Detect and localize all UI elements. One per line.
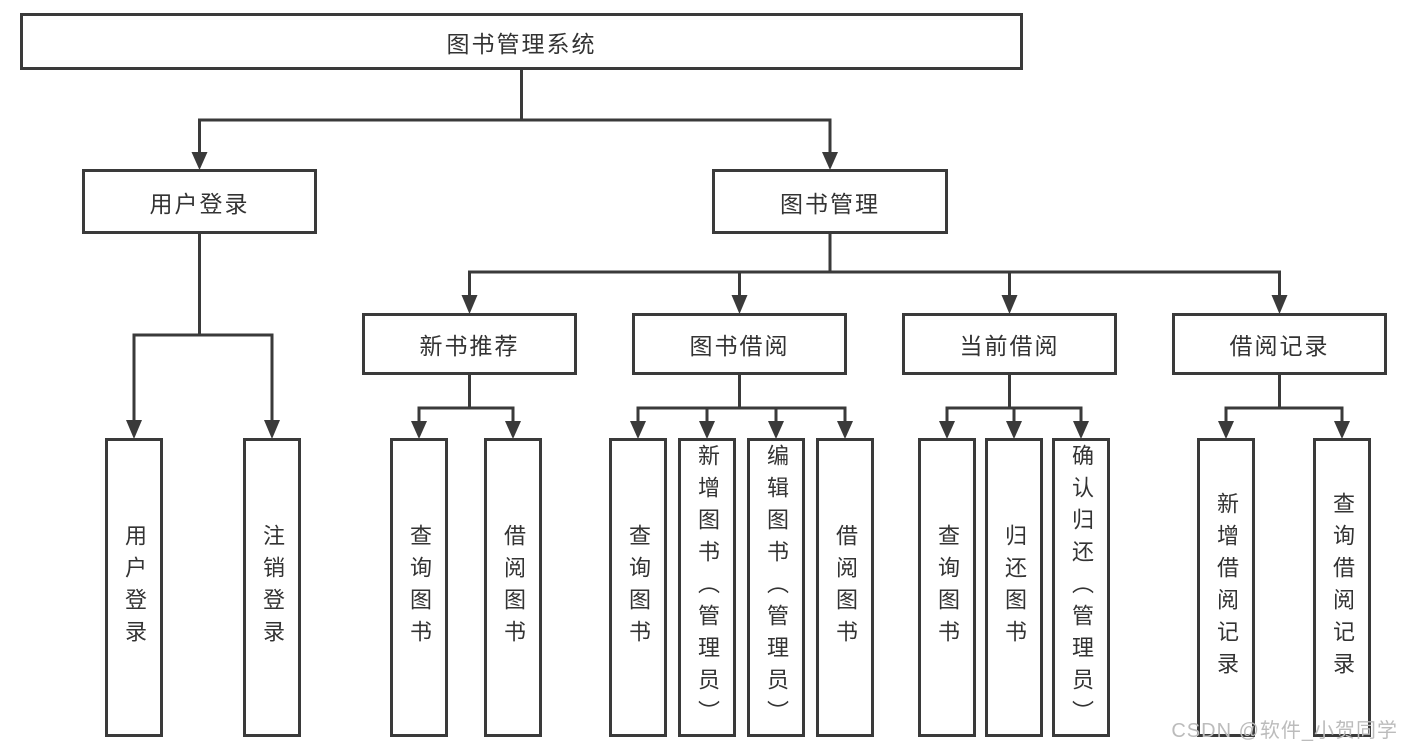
leaf-current-confirm-return-admin-label: 确认归还（管理员）	[1069, 443, 1094, 732]
leaf-recommend-query-books-label: 查询图书	[407, 523, 432, 652]
node-user-login-label: 用户登录	[149, 190, 250, 217]
leaf-records-query-record-label: 查询借阅记录	[1330, 491, 1355, 684]
node-current-borrow-label: 当前借阅	[959, 333, 1060, 359]
leaf-user-login-label: 用户登录	[122, 523, 147, 652]
leaf-borrow-query-books: 查询图书	[609, 438, 667, 737]
connector-root-to-level2	[191, 69, 838, 170]
connector-current-borrow-children	[939, 374, 1089, 439]
node-user-login: 用户登录	[82, 169, 317, 234]
leaf-current-query-books: 查询图书	[918, 438, 976, 737]
leaf-borrow-query-books-label: 查询图书	[626, 523, 651, 652]
leaf-recommend-borrow-books: 借阅图书	[484, 438, 542, 737]
node-book-management-label: 图书管理	[780, 190, 880, 217]
node-borrow-records: 借阅记录	[1172, 313, 1387, 375]
connector-borrow-records-children	[1218, 374, 1350, 439]
leaf-borrow-edit-book-admin: 编辑图书（管理员）	[747, 438, 805, 737]
leaf-current-confirm-return-admin: 确认归还（管理员）	[1052, 438, 1110, 737]
node-root: 图书管理系统	[20, 13, 1023, 70]
leaf-records-add-record-label: 新增借阅记录	[1214, 491, 1239, 684]
leaf-borrow-add-book-admin: 新增图书（管理员）	[678, 438, 736, 737]
leaf-borrow-add-book-admin-label: 新增图书（管理员）	[695, 443, 720, 732]
leaf-user-login: 用户登录	[105, 438, 163, 737]
node-book-borrow: 图书借阅	[632, 313, 847, 375]
node-root-label: 图书管理系统	[446, 30, 597, 57]
leaf-current-query-books-label: 查询图书	[935, 523, 960, 652]
watermark: CSDN @软件_小贺同学	[1171, 720, 1398, 742]
leaf-logout-label: 注销登录	[260, 523, 285, 652]
leaf-current-return-books-label: 归还图书	[1002, 523, 1027, 652]
leaf-recommend-borrow-books-label: 借阅图书	[501, 523, 526, 652]
leaf-recommend-query-books: 查询图书	[390, 438, 448, 737]
connector-user-login-children	[126, 234, 280, 439]
leaf-borrow-borrow-books: 借阅图书	[816, 438, 874, 737]
leaf-records-add-record: 新增借阅记录	[1197, 438, 1255, 737]
leaf-borrow-borrow-books-label: 借阅图书	[833, 523, 858, 652]
node-new-book-recommend-label: 新书推荐	[419, 333, 520, 359]
node-borrow-records-label: 借阅记录	[1229, 333, 1330, 359]
connector-new-book-recommend-children	[411, 374, 521, 439]
node-book-borrow-label: 图书借阅	[689, 333, 790, 359]
node-book-management: 图书管理	[712, 169, 948, 234]
leaf-logout: 注销登录	[243, 438, 301, 737]
connector-book-borrow-children	[630, 374, 853, 439]
node-current-borrow: 当前借阅	[902, 313, 1117, 375]
leaf-borrow-edit-book-admin-label: 编辑图书（管理员）	[764, 443, 789, 732]
connector-book-management-children	[461, 234, 1288, 314]
leaf-current-return-books: 归还图书	[985, 438, 1043, 737]
node-new-book-recommend: 新书推荐	[362, 313, 577, 375]
leaf-records-query-record: 查询借阅记录	[1313, 438, 1371, 737]
